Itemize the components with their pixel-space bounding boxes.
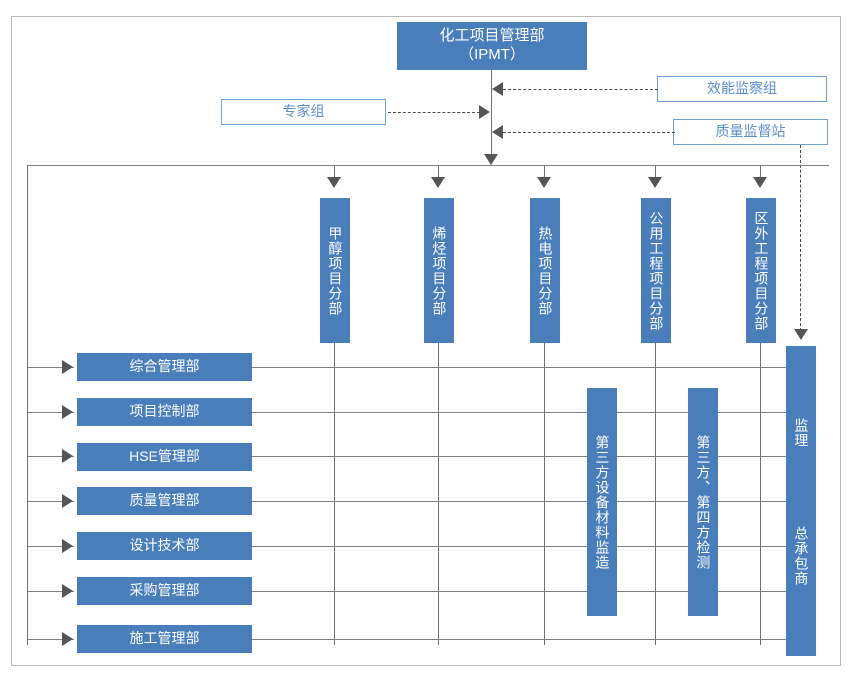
quality-management-row-line xyxy=(252,501,810,502)
public-works-drop-line xyxy=(655,165,656,180)
olefin-arrowhead xyxy=(431,177,445,188)
efficiency-supervision-box[interactable]: 效能监察组 xyxy=(657,76,827,102)
hse-management-arrowhead xyxy=(62,449,73,463)
project-division-olefin-label: 烯烃项目分部 xyxy=(431,225,448,316)
project-division-public-works-label: 公用工程项目分部 xyxy=(648,210,665,331)
construction-arrowhead xyxy=(62,632,73,646)
project-control-inlet-line xyxy=(28,412,74,413)
design-technology-row-line xyxy=(252,546,810,547)
project-division-methanol-label: 甲醇项目分部 xyxy=(327,225,344,316)
expert-group-arrowhead xyxy=(479,105,490,119)
quality-supervision-arrowhead xyxy=(492,125,503,139)
quality-supervision-to-contractor-arrowhead xyxy=(794,329,808,340)
quality-management-arrowhead xyxy=(62,494,73,508)
offsite-works-drop-line xyxy=(760,165,761,180)
offsite-works-column-line xyxy=(760,343,761,645)
third-party-equipment-box[interactable]: 第三方设备材料监造 xyxy=(587,388,617,616)
expert-group-connector xyxy=(388,112,480,113)
olefin-column-line xyxy=(438,343,439,645)
department-quality-management[interactable]: 质量管理部 xyxy=(77,487,252,515)
department-project-control[interactable]: 项目控制部 xyxy=(77,398,252,426)
general-management-row-line xyxy=(252,367,810,368)
ipmt-stem-arrowhead xyxy=(484,154,498,165)
efficiency-supervision-connector xyxy=(503,89,658,90)
project-division-offsite-works-label: 区外工程项目分部 xyxy=(753,210,770,331)
expert-group-label: 专家组 xyxy=(282,103,325,120)
third-party-equipment-label: 第三方设备材料监造 xyxy=(594,434,611,570)
ipmt-stem-line xyxy=(491,70,492,162)
diagram-outer-frame xyxy=(11,16,841,666)
quality-management-inlet-line xyxy=(28,501,74,502)
design-technology-arrowhead xyxy=(62,539,73,553)
procurement-row-line xyxy=(252,591,810,592)
methanol-column-line xyxy=(334,343,335,645)
project-control-row-line xyxy=(252,412,810,413)
department-quality-management-label: 质量管理部 xyxy=(129,492,200,509)
department-design-technology-label: 设计技术部 xyxy=(129,537,200,554)
procurement-arrowhead xyxy=(62,584,73,598)
ipmt-title-line1: 化工项目管理部 xyxy=(439,27,545,45)
department-general-management-label: 综合管理部 xyxy=(129,358,200,375)
efficiency-supervision-label: 效能监察组 xyxy=(707,80,777,97)
left-trunk-line xyxy=(27,165,28,645)
third-fourth-party-inspection-box[interactable]: 第三方、第四方检测 xyxy=(688,388,718,616)
expert-group-box[interactable]: 专家组 xyxy=(221,99,386,125)
design-technology-inlet-line xyxy=(28,546,74,547)
offsite-works-arrowhead xyxy=(753,177,767,188)
thermal-power-drop-line xyxy=(544,165,545,180)
supervision-contractor-column[interactable]: 监理 总承包商 xyxy=(786,346,816,656)
efficiency-supervision-arrowhead xyxy=(492,82,503,96)
department-hse-management-label: HSE管理部 xyxy=(129,448,200,465)
hse-management-row-line xyxy=(252,456,810,457)
ipmt-title-box: 化工项目管理部 （IPMT） xyxy=(397,22,587,70)
methanol-arrowhead xyxy=(327,177,341,188)
department-procurement-label: 采购管理部 xyxy=(129,582,200,599)
thermal-power-column-line xyxy=(544,343,545,645)
main-bus-bar xyxy=(27,165,829,166)
project-division-public-works[interactable]: 公用工程项目分部 xyxy=(641,198,671,343)
general-management-inlet-line xyxy=(28,367,74,368)
hse-management-inlet-line xyxy=(28,456,74,457)
public-works-arrowhead xyxy=(648,177,662,188)
department-procurement[interactable]: 采购管理部 xyxy=(77,577,252,605)
construction-row-line xyxy=(252,639,810,640)
public-works-column-line xyxy=(655,343,656,645)
project-division-thermal-power-label: 热电项目分部 xyxy=(537,225,554,316)
department-construction[interactable]: 施工管理部 xyxy=(77,625,252,653)
general-contractor-label: 总承包商 xyxy=(793,526,810,586)
project-division-olefin[interactable]: 烯烃项目分部 xyxy=(424,198,454,343)
project-division-offsite-works[interactable]: 区外工程项目分部 xyxy=(746,198,776,343)
quality-supervision-box[interactable]: 质量监督站 xyxy=(673,119,828,145)
project-division-methanol[interactable]: 甲醇项目分部 xyxy=(320,198,350,343)
methanol-drop-line xyxy=(334,165,335,180)
quality-supervision-label: 质量监督站 xyxy=(715,123,786,140)
department-project-control-label: 项目控制部 xyxy=(129,403,200,420)
quality-supervision-to-contractor-line xyxy=(800,145,801,331)
project-control-arrowhead xyxy=(62,405,73,419)
thermal-power-arrowhead xyxy=(537,177,551,188)
project-division-thermal-power[interactable]: 热电项目分部 xyxy=(530,198,560,343)
general-management-arrowhead xyxy=(62,360,73,374)
third-fourth-party-inspection-label: 第三方、第四方检测 xyxy=(695,434,712,570)
construction-inlet-line xyxy=(28,639,74,640)
ipmt-title-line2: （IPMT） xyxy=(459,46,525,63)
department-design-technology[interactable]: 设计技术部 xyxy=(77,532,252,560)
department-hse-management[interactable]: HSE管理部 xyxy=(77,443,252,471)
department-general-management[interactable]: 综合管理部 xyxy=(77,353,252,381)
department-construction-label: 施工管理部 xyxy=(129,630,200,647)
supervision-label: 监理 xyxy=(793,418,810,448)
olefin-drop-line xyxy=(438,165,439,180)
quality-supervision-connector xyxy=(503,132,675,133)
procurement-inlet-line xyxy=(28,591,74,592)
